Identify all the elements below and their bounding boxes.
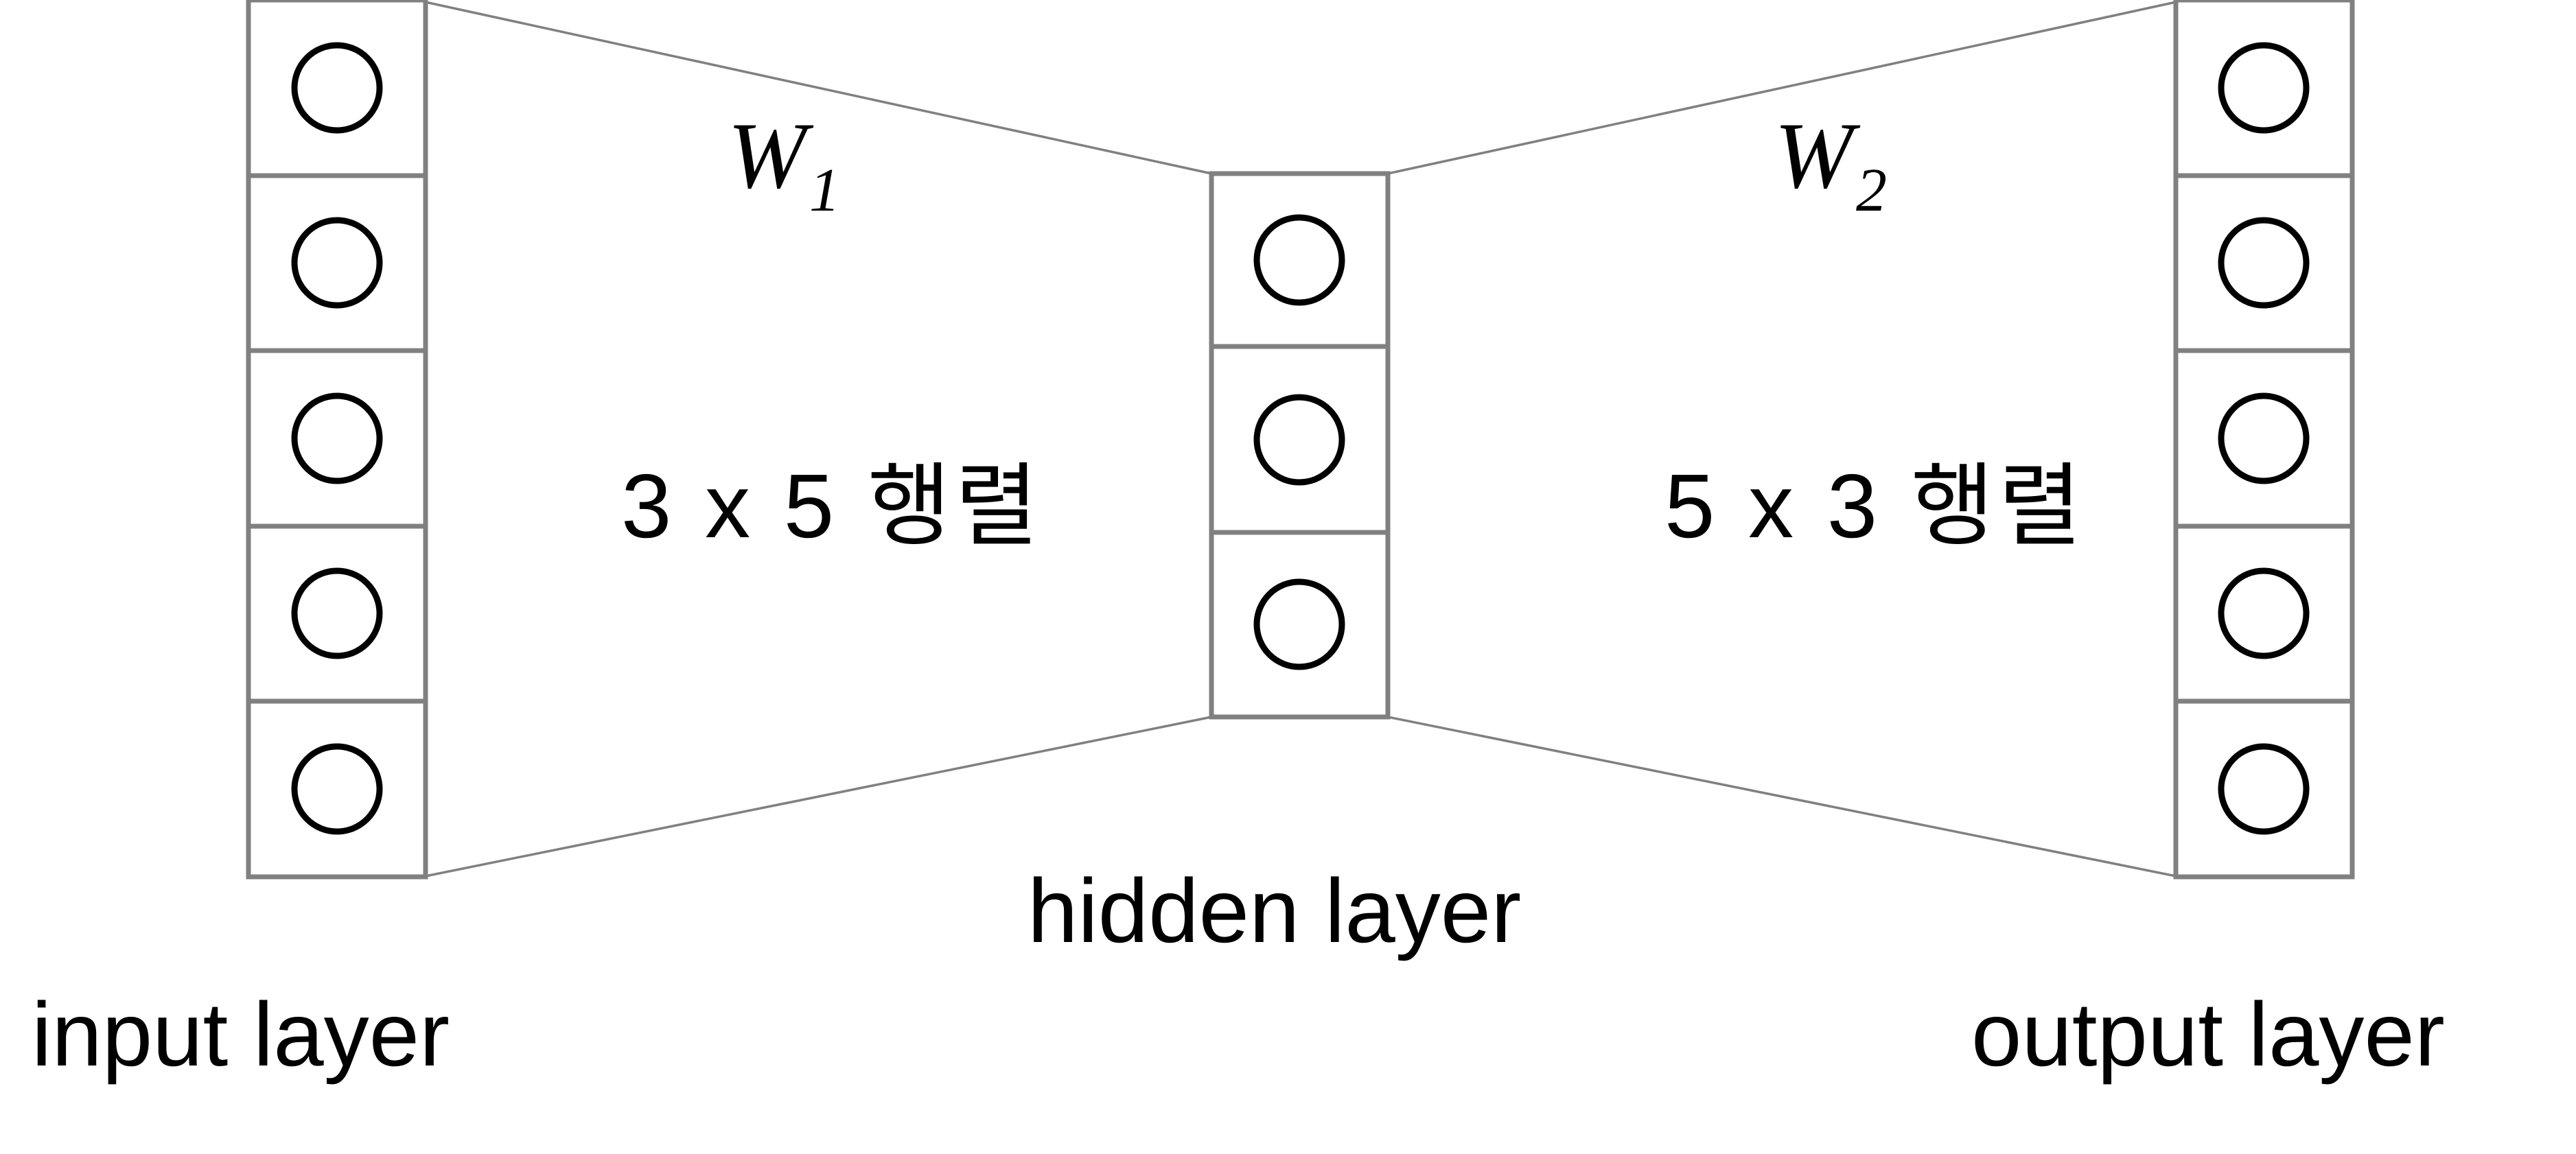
- connector-hidden-bottom-to-output-bottom: [1387, 716, 2177, 878]
- hidden-neuron-cell-3: [1209, 530, 1391, 720]
- circle-icon: [291, 217, 383, 309]
- w2-symbol-subscript: 2: [1855, 156, 1887, 224]
- output-layer-caption: output layer: [1971, 984, 2445, 1085]
- hidden-neuron-cell-1: [1209, 171, 1391, 349]
- output-neuron-cell-2: [2173, 173, 2355, 353]
- circle-icon: [291, 42, 383, 134]
- output-neuron-cell-4: [2173, 523, 2355, 704]
- input-layer-stack: [246, 0, 428, 880]
- circle-icon: [291, 743, 383, 835]
- circle-icon: [2218, 743, 2310, 835]
- connector-group-input-hidden: [425, 1, 1212, 878]
- output-neuron-cell-3: [2173, 348, 2355, 529]
- circle-icon: [1253, 214, 1345, 306]
- input-neuron-cell-5: [246, 698, 428, 880]
- w1-symbol-letter: W: [728, 103, 807, 208]
- circle-icon: [1253, 578, 1345, 670]
- output-layer-stack: [2173, 0, 2355, 880]
- hidden-layer-caption: hidden layer: [1028, 860, 1522, 961]
- w1-symbol-subscript: 1: [809, 156, 840, 224]
- w1-weight-symbol: W1: [728, 108, 840, 222]
- input-neuron-cell-4: [246, 523, 428, 704]
- w2-symbol-letter: W: [1774, 103, 1853, 208]
- circle-icon: [291, 392, 383, 484]
- output-neuron-cell-5: [2173, 698, 2355, 880]
- connector-input-bottom-to-hidden-bottom: [425, 716, 1212, 878]
- w1-matrix-shape-label: 3 x 5 행렬: [621, 456, 1043, 556]
- neuron-cell-box: [246, 698, 428, 880]
- circle-icon: [1253, 394, 1345, 486]
- input-neuron-cell-3: [246, 348, 428, 529]
- connector-hidden-top-to-output-top: [1387, 1, 2177, 175]
- connector-group-hidden-output: [1387, 1, 2177, 878]
- input-layer-caption: input layer: [32, 984, 450, 1085]
- connector-input-top-to-hidden-top: [425, 1, 1212, 175]
- hidden-neuron-cell-2: [1209, 344, 1391, 535]
- w2-matrix-shape-label: 5 x 3 행렬: [1664, 456, 2086, 556]
- w2-weight-symbol: W2: [1774, 108, 1887, 222]
- circle-icon: [2218, 392, 2310, 484]
- circle-icon: [2218, 567, 2310, 659]
- circle-icon: [291, 567, 383, 659]
- circle-icon: [2218, 42, 2310, 134]
- hidden-layer-stack: [1209, 171, 1391, 720]
- input-neuron-cell-1: [246, 0, 428, 178]
- input-neuron-cell-2: [246, 173, 428, 353]
- circle-icon: [2218, 217, 2310, 309]
- output-neuron-cell-1: [2173, 0, 2355, 178]
